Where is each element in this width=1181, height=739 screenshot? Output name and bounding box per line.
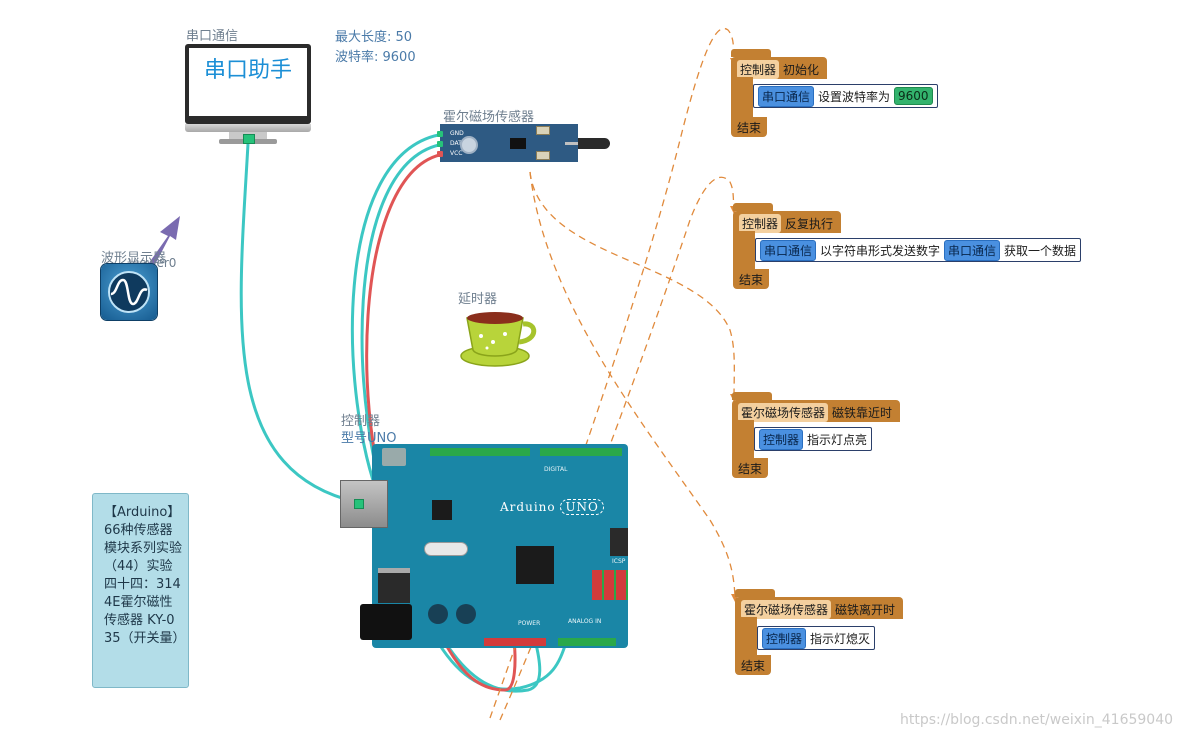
block-near[interactable]: 霍尔磁场传感器 磁铁靠近时 控制器 指示灯点亮 结束 bbox=[732, 392, 932, 487]
hat-tag: 控制器 bbox=[739, 213, 782, 233]
crystal bbox=[424, 542, 468, 556]
hat-tag: 控制器 bbox=[737, 59, 780, 79]
board-logo: Arduino UNO bbox=[500, 499, 604, 515]
controller-model: 型号UNO bbox=[341, 431, 397, 446]
block-loop[interactable]: 控制器 反复执行 串口通信 以字符串形式发送数字 串口通信 获取一个数据 结束 bbox=[733, 203, 1113, 298]
mount-hole bbox=[460, 136, 478, 154]
baud-value[interactable]: 9600 bbox=[894, 87, 933, 105]
digital-header-b[interactable] bbox=[540, 448, 622, 456]
block-far-hat[interactable]: 霍尔磁场传感器 磁铁离开时 bbox=[735, 597, 904, 619]
wave-viewer-icon[interactable] bbox=[101, 264, 157, 320]
digital-text: DIGITAL bbox=[544, 466, 568, 473]
link-far bbox=[529, 171, 736, 599]
pin-vcc[interactable] bbox=[437, 151, 443, 157]
wave-viewer-label: 波形显示器 bbox=[101, 251, 167, 266]
block-loop-stmt[interactable]: 串口通信 以字符串形式发送数字 串口通信 获取一个数据 bbox=[755, 238, 1082, 262]
icsp-header bbox=[610, 528, 628, 556]
pin-label-dat: DAT bbox=[450, 140, 462, 147]
stmt-tag-2: 串口通信 bbox=[944, 239, 1001, 261]
delay-cup-icon[interactable] bbox=[459, 306, 539, 370]
block-end: 结束 bbox=[733, 269, 770, 289]
hat-text: 初始化 bbox=[783, 62, 820, 77]
watermark: https://blog.csdn.net/weixin_41659040 bbox=[900, 712, 1174, 728]
block-end: 结束 bbox=[735, 655, 772, 675]
delay-label: 延时器 bbox=[458, 292, 498, 307]
usb-port[interactable] bbox=[354, 499, 364, 509]
atmega-chip bbox=[516, 546, 554, 584]
reset-button[interactable] bbox=[382, 448, 406, 466]
usb-chip bbox=[432, 500, 452, 520]
block-far[interactable]: 霍尔磁场传感器 磁铁离开时 控制器 指示灯熄灭 结束 bbox=[735, 589, 935, 684]
stmt-tag: 串口通信 bbox=[760, 239, 817, 261]
hat-text: 反复执行 bbox=[785, 216, 834, 231]
stmt-text-2: 获取一个数据 bbox=[1004, 243, 1077, 258]
block-end: 结束 bbox=[732, 458, 769, 478]
power-jack bbox=[360, 604, 412, 640]
serial-max-length: 最大长度: 50 bbox=[335, 30, 413, 45]
block-init-stmt[interactable]: 串口通信 设置波特率为 9600 bbox=[753, 84, 938, 108]
monitor-screen: 串口助手 bbox=[185, 44, 311, 124]
serial-label: 串口通信 bbox=[186, 29, 239, 44]
pin-gnd[interactable] bbox=[437, 131, 443, 137]
block-near-stmt[interactable]: 控制器 指示灯点亮 bbox=[754, 427, 873, 451]
link-near bbox=[529, 171, 735, 399]
serial-baud: 波特率: 9600 bbox=[335, 50, 416, 65]
analog-text: ANALOG IN bbox=[568, 618, 602, 625]
usb-connector bbox=[340, 480, 388, 528]
analog-header[interactable] bbox=[558, 638, 616, 646]
screen-title: 串口助手 bbox=[203, 58, 292, 83]
icsp-text: ICSP bbox=[612, 558, 626, 565]
pointer-arrow-icon bbox=[144, 216, 180, 274]
pin-dat[interactable] bbox=[437, 141, 443, 147]
digital-header-a[interactable] bbox=[430, 448, 530, 456]
hall-probe bbox=[578, 138, 610, 149]
stmt-tag: 控制器 bbox=[762, 627, 807, 649]
hat-tag: 霍尔磁场传感器 bbox=[741, 599, 832, 619]
hall-sensor-module[interactable]: GND DAT VCC bbox=[437, 124, 610, 162]
power-text: POWER bbox=[518, 620, 541, 627]
block-init-hat[interactable]: 控制器 初始化 bbox=[731, 57, 828, 79]
stmt-text: 设置波特率为 bbox=[818, 89, 891, 104]
hall-sensor-label: 霍尔磁场传感器 bbox=[443, 110, 535, 125]
controller-label: 控制器 bbox=[341, 414, 381, 429]
stmt-tag: 串口通信 bbox=[758, 85, 815, 107]
pin-label-gnd: GND bbox=[450, 130, 464, 137]
monitor-port[interactable] bbox=[243, 134, 255, 144]
led-matrix bbox=[592, 570, 628, 600]
hat-text: 磁铁靠近时 bbox=[832, 405, 893, 420]
sensor-chip bbox=[510, 138, 526, 149]
hat-tag: 霍尔磁场传感器 bbox=[738, 402, 829, 422]
hat-text: 磁铁离开时 bbox=[835, 602, 896, 617]
arduino-uno-board[interactable]: DIGITAL ANALOG IN POWER Arduino UNO ICSP bbox=[340, 444, 628, 648]
block-end: 结束 bbox=[731, 117, 768, 137]
block-loop-hat[interactable]: 控制器 反复执行 bbox=[733, 211, 842, 233]
voltage-regulator bbox=[378, 568, 410, 603]
block-near-hat[interactable]: 霍尔磁场传感器 磁铁靠近时 bbox=[732, 400, 901, 422]
block-init[interactable]: 控制器 初始化 串口通信 设置波特率为 9600 结束 bbox=[731, 49, 951, 144]
pin-label-vcc: VCC bbox=[450, 150, 463, 157]
experiment-description: 【Arduino】66种传感器模块系列实验（44）实验四十四：3144E霍尔磁性… bbox=[92, 493, 189, 688]
stmt-text: 指示灯熄灭 bbox=[810, 631, 871, 646]
stmt-tag: 控制器 bbox=[759, 428, 804, 450]
serial-monitor[interactable]: 串口助手 bbox=[185, 44, 311, 146]
usb-cable bbox=[239, 143, 357, 504]
block-far-stmt[interactable]: 控制器 指示灯熄灭 bbox=[757, 626, 876, 650]
stmt-text: 以字符串形式发送数字 bbox=[820, 243, 941, 258]
stmt-text: 指示灯点亮 bbox=[807, 432, 868, 447]
power-header[interactable] bbox=[484, 638, 546, 646]
